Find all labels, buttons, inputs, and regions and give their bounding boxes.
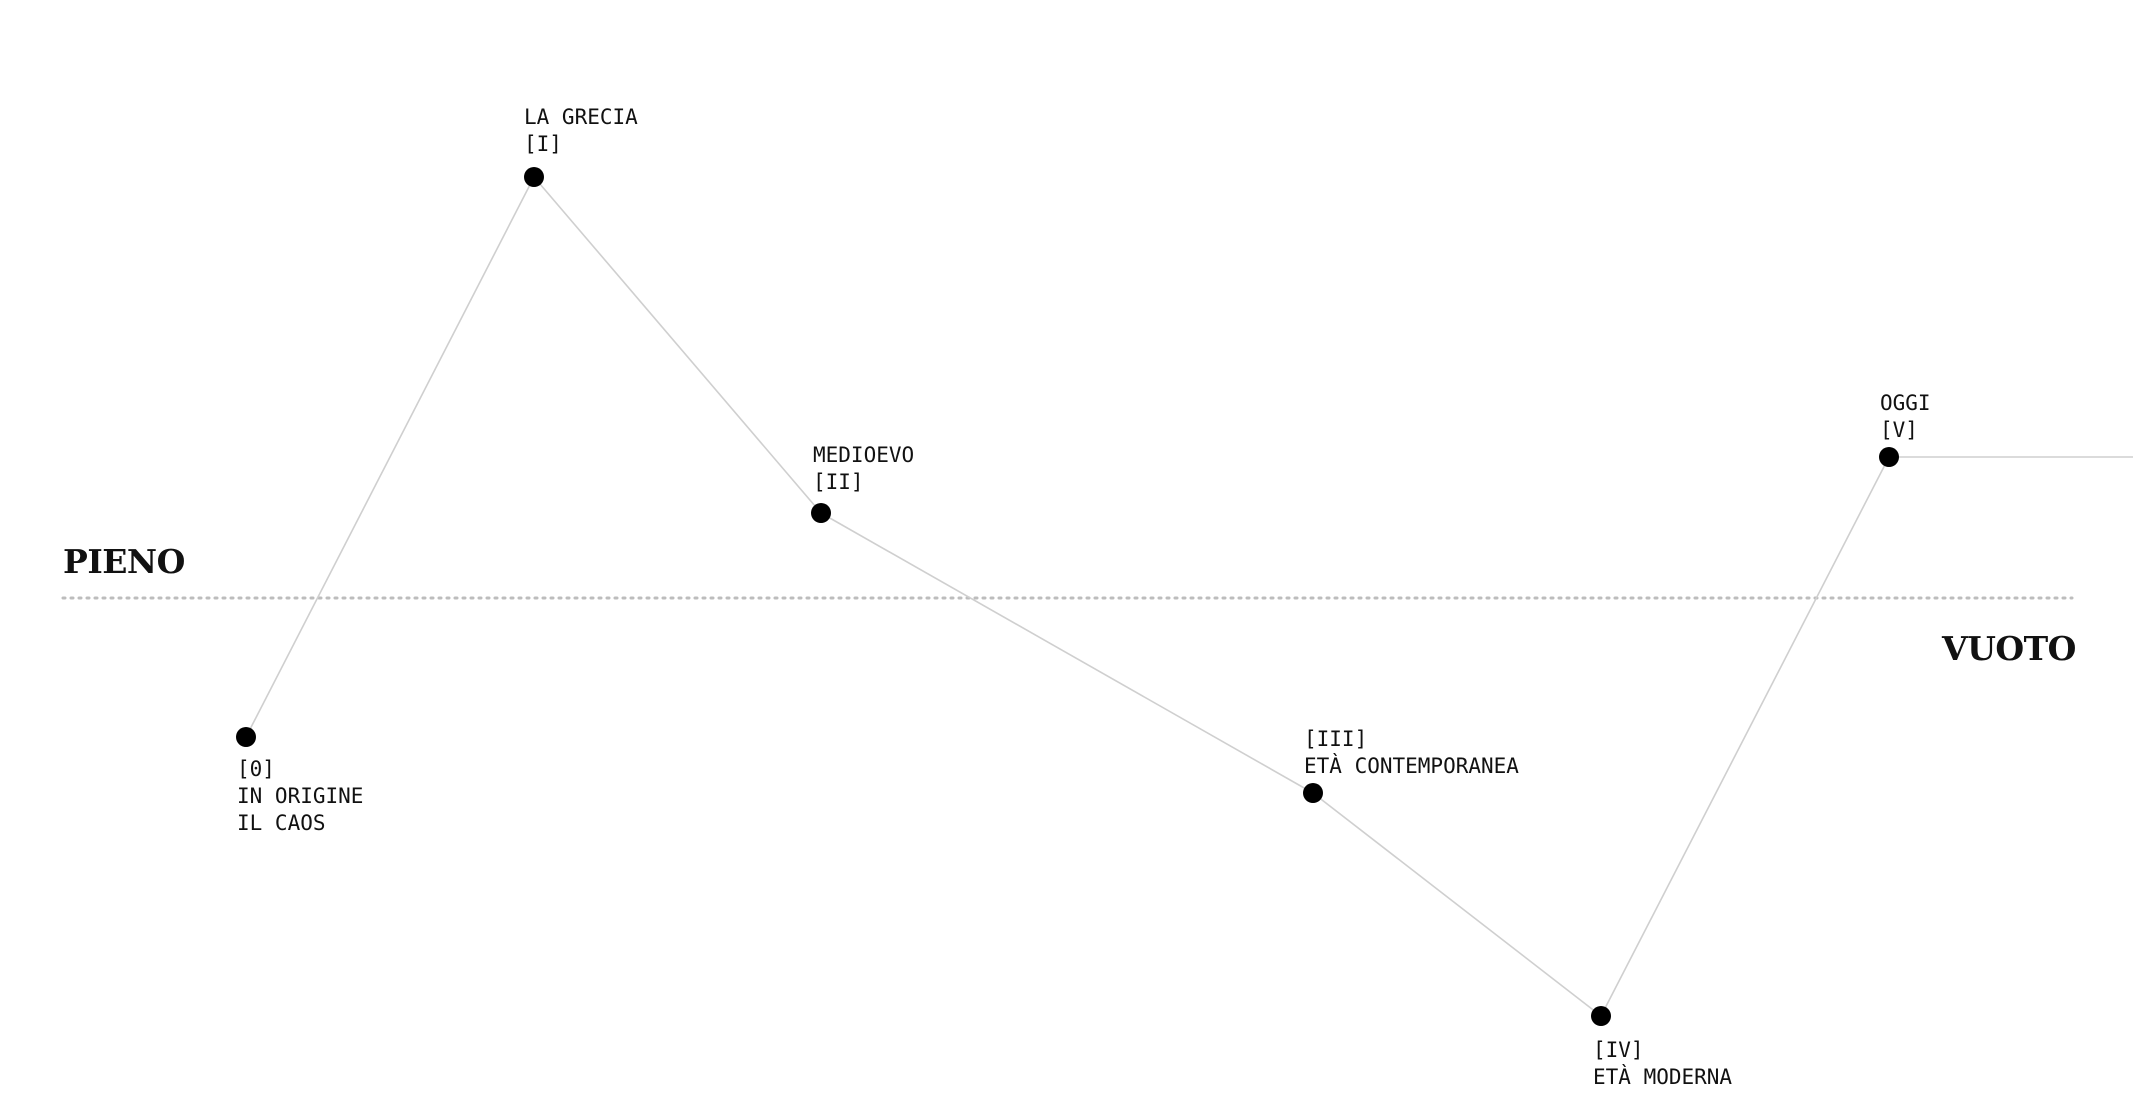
vuoto-label: VUOTO bbox=[1942, 629, 2076, 668]
epoch-title: ETÀ MODERNA bbox=[1593, 1065, 1733, 1089]
epoch-number: [II] bbox=[813, 470, 864, 494]
connector-line bbox=[820, 512, 1314, 794]
epoch-title: LA GRECIA bbox=[524, 105, 638, 129]
connector-line bbox=[245, 176, 535, 738]
epoch-dot-5 bbox=[1879, 447, 1899, 467]
epoch-subtitle: IL CAOS bbox=[237, 811, 326, 835]
epoch-label-contemporanea: [III] ETÀ CONTEMPORANEA bbox=[1304, 726, 1519, 780]
epoch-title: MEDIOEVO bbox=[813, 443, 915, 467]
epoch-label-oggi: OGGI [V] bbox=[1880, 390, 1931, 444]
epoch-title: OGGI bbox=[1880, 391, 1931, 415]
epoch-title: ETÀ CONTEMPORANEA bbox=[1304, 754, 1519, 778]
pieno-label: PIENO bbox=[63, 542, 185, 581]
epoch-number: [I] bbox=[524, 132, 562, 156]
epoch-number: [0] bbox=[237, 757, 275, 781]
epoch-number: [III] bbox=[1304, 727, 1368, 751]
epoch-number: [V] bbox=[1880, 418, 1918, 442]
epoch-title: IN ORIGINE bbox=[237, 784, 364, 808]
epoch-dot-2 bbox=[811, 503, 831, 523]
connector-line bbox=[1600, 456, 1890, 1017]
connector-line bbox=[533, 176, 822, 514]
timeline-nodes bbox=[236, 167, 1899, 1026]
connector-line bbox=[1312, 792, 1602, 1017]
epoch-number: [IV] bbox=[1593, 1038, 1644, 1062]
epoch-dot-0 bbox=[236, 727, 256, 747]
epoch-label-medioevo: MEDIOEVO [II] bbox=[813, 442, 914, 496]
epoch-label-grecia: LA GRECIA [I] bbox=[524, 104, 638, 158]
epoch-label-origine: [0] IN ORIGINE IL CAOS bbox=[237, 756, 363, 837]
epoch-dot-4 bbox=[1591, 1006, 1611, 1026]
epoch-dot-1 bbox=[524, 167, 544, 187]
timeline-path bbox=[245, 176, 2133, 1017]
epoch-label-moderna: [IV] ETÀ MODERNA bbox=[1593, 1037, 1732, 1091]
epoch-dot-3 bbox=[1303, 783, 1323, 803]
